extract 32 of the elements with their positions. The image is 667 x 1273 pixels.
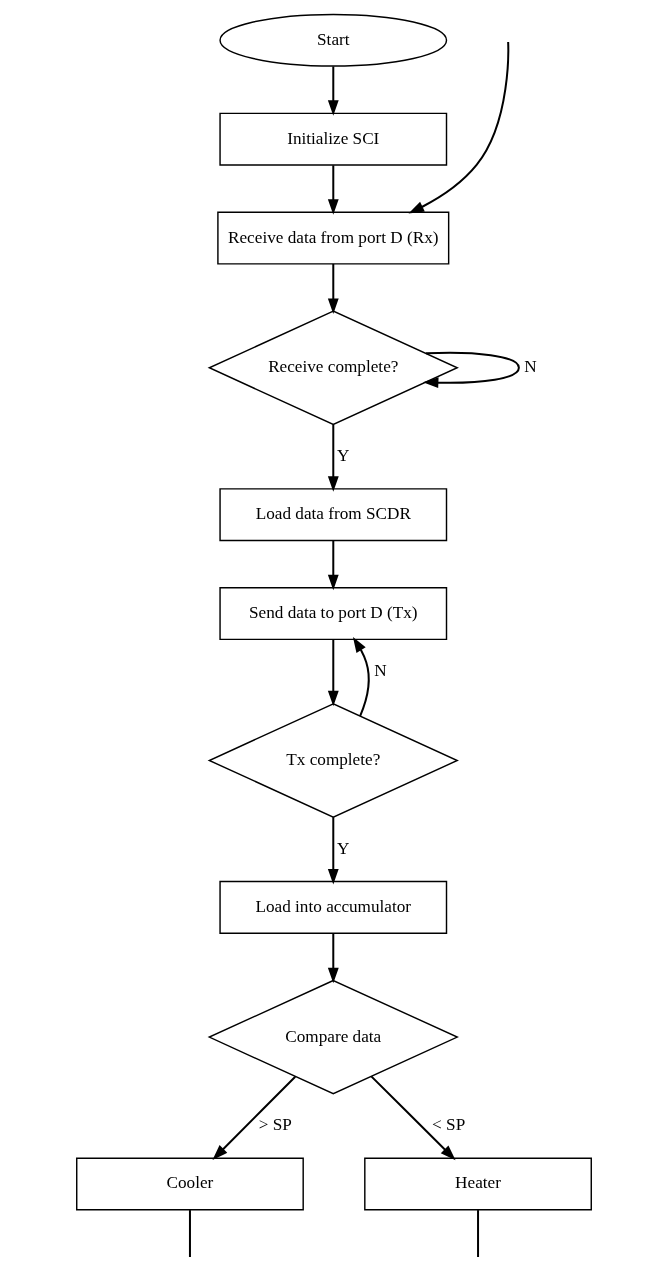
connector — [188, 1210, 191, 1257]
edge-label: > SP — [258, 1115, 292, 1135]
arrow — [327, 639, 339, 707]
node-box: Cooler — [75, 1157, 304, 1211]
node-ellipse: Start — [218, 13, 447, 67]
edge-label: Y — [336, 838, 350, 858]
node-box: Heater — [363, 1157, 592, 1211]
arrow — [327, 66, 339, 116]
arrow — [327, 263, 339, 314]
arrow — [327, 424, 339, 492]
node-box: Initialize SCI — [218, 112, 447, 166]
node-diamond: Tx complete? — [207, 703, 459, 818]
edge-label: N — [373, 661, 387, 681]
node-box: Receive data from port D (Rx) — [216, 211, 449, 265]
arrow — [327, 817, 339, 885]
arrow — [212, 1076, 296, 1160]
arrow — [327, 933, 339, 984]
node-box: Send data to port D (Tx) — [218, 587, 447, 641]
node-diamond: Receive complete? — [207, 310, 459, 426]
node-diamond: Compare data — [207, 979, 459, 1095]
arrow — [408, 41, 509, 214]
connector — [476, 1210, 479, 1257]
edge-label: N — [523, 357, 537, 377]
arrow — [422, 351, 520, 389]
node-box: Load data from SCDR — [218, 488, 447, 542]
node-box: Load into accumulator — [218, 880, 447, 934]
arrow — [370, 1075, 456, 1161]
arrow — [327, 165, 339, 215]
arrow — [327, 540, 339, 591]
arrow — [352, 636, 370, 717]
edge-label: Y — [336, 446, 350, 466]
edge-label: < SP — [431, 1115, 465, 1135]
